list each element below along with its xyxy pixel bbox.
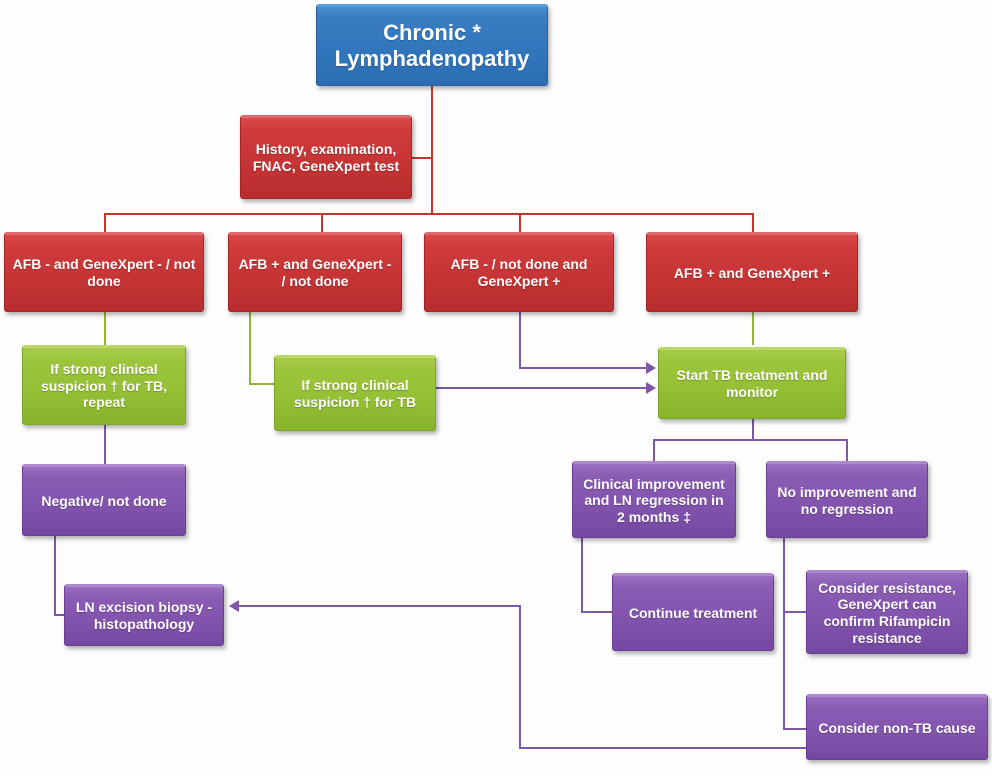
connector-negative-down <box>54 536 56 614</box>
connector-branch2-down <box>249 311 251 383</box>
connector-branch3-right <box>519 367 646 369</box>
node-label: History, examination, FNAC, GeneXpert te… <box>252 141 400 174</box>
connector-improvement-down <box>581 538 583 611</box>
node-label: LN excision biopsy - histopathology <box>75 599 213 632</box>
connector-branch4-to-start <box>752 311 754 345</box>
connector-feedback-up <box>519 605 521 749</box>
node-label: Continue treatment <box>628 604 758 621</box>
node-chronic-lymphadenopathy[interactable]: Chronic *Lymphadenopathy <box>316 4 548 86</box>
node-label: Negative/ not done <box>41 492 167 509</box>
node-label: No improvement and no regression <box>777 483 917 517</box>
node-history-examination[interactable]: History, examination, FNAC, GeneXpert te… <box>240 115 412 199</box>
node-consider-non-tb-cause[interactable]: Consider non-TB cause <box>806 694 988 760</box>
connector-improvement-right <box>581 611 613 613</box>
connector-negative-right <box>54 614 66 616</box>
node-label: Consider non-TB cause <box>818 719 976 736</box>
connector-feedback-left <box>239 605 521 607</box>
node-branch-afb-pos-genexpert-neg[interactable]: AFB + and GeneXpert - / not done <box>228 232 402 312</box>
connector-drop-no-improvement <box>846 439 848 461</box>
node-label: If strong clinical suspicion † for TB, r… <box>40 361 167 411</box>
node-negative-not-done[interactable]: Negative/ not done <box>22 464 186 536</box>
node-start-tb-treatment[interactable]: Start TB treatment and monitor <box>658 347 846 419</box>
node-consider-resistance[interactable]: Consider resistance, GeneXpert can confi… <box>806 570 968 654</box>
node-label: AFB - / not done and GeneXpert + <box>450 256 588 289</box>
connector-no-improvement-trunk <box>783 538 785 728</box>
node-branch-afb-neg-genexpert-neg[interactable]: AFB - and GeneXpert - / not done <box>4 232 204 312</box>
node-continue-treatment[interactable]: Continue treatment <box>612 573 774 651</box>
connector-drop-branch2 <box>321 213 323 233</box>
node-label: Chronic *Lymphadenopathy <box>334 20 530 71</box>
connector-branch1-to-suspicion <box>104 311 106 345</box>
node-label: Start TB treatment and monitor <box>676 367 828 400</box>
connector-suspicion-to-start <box>436 387 646 389</box>
node-label: AFB - and GeneXpert - / not done <box>12 256 196 289</box>
node-label: Clinical improvement and LN regression i… <box>583 475 725 525</box>
node-strong-suspicion-repeat[interactable]: If strong clinical suspicion † for TB, r… <box>22 345 186 425</box>
node-label: If strong clinical suspicion † for TB <box>293 377 417 410</box>
connector-workup-stub <box>410 157 433 159</box>
node-clinical-improvement[interactable]: Clinical improvement and LN regression i… <box>572 461 736 538</box>
node-branch-afb-neg-genexpert-pos[interactable]: AFB - / not done and GeneXpert + <box>424 232 614 312</box>
connector-drop-branch3 <box>519 213 521 233</box>
node-ln-excision-biopsy[interactable]: LN excision biopsy - histopathology <box>64 584 224 646</box>
connector-to-resistance <box>783 611 808 613</box>
arrowhead-feedback-to-biopsy <box>229 600 239 612</box>
arrowhead-suspicion-to-start <box>646 382 656 394</box>
node-label: AFB + and GeneXpert - / not done <box>238 256 392 289</box>
connector-drop-branch4 <box>752 213 754 233</box>
connector-root-down <box>431 85 433 215</box>
connector-drop-branch1 <box>104 213 106 233</box>
connector-branch3-down <box>519 311 521 367</box>
connector-nontb-bottom <box>519 747 814 749</box>
node-label: AFB + and GeneXpert + <box>673 264 831 281</box>
connector-start-down <box>752 419 754 439</box>
connector-start-split-bus <box>653 439 846 441</box>
connector-suspicion-repeat-to-negative <box>104 425 106 464</box>
node-label: Consider resistance, GeneXpert can confi… <box>818 579 956 646</box>
connector-to-non-tb <box>783 728 808 730</box>
node-no-improvement[interactable]: No improvement and no regression <box>766 461 928 538</box>
node-branch-afb-pos-genexpert-pos[interactable]: AFB + and GeneXpert + <box>646 232 858 312</box>
connector-branch2-right <box>249 383 275 385</box>
connector-drop-improvement <box>653 439 655 461</box>
arrowhead-branch3-to-start <box>646 362 656 374</box>
node-strong-suspicion[interactable]: If strong clinical suspicion † for TB <box>274 355 436 431</box>
connector-branch-bus <box>104 213 754 215</box>
